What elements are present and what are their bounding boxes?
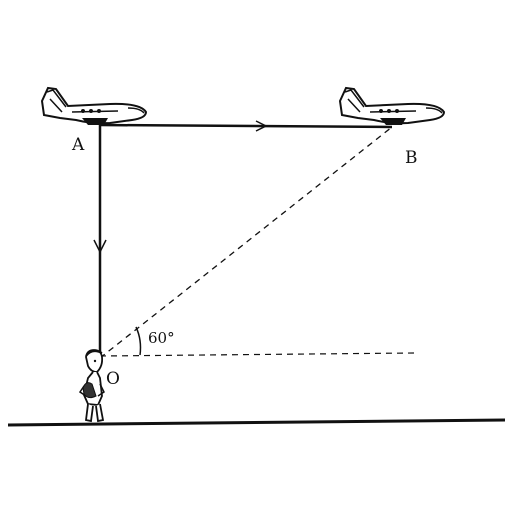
person-figure — [78, 349, 105, 423]
airplane-icon — [338, 86, 446, 125]
arrow-right-icon — [255, 120, 268, 132]
label-A: A — [71, 135, 85, 155]
horizontal-reference-line — [99, 352, 415, 357]
arrow-down-icon — [93, 239, 107, 254]
flight-path-AB — [99, 123, 393, 129]
label-B: B — [405, 148, 418, 168]
angle-arc — [135, 326, 142, 356]
label-O: O — [106, 369, 120, 389]
airplane-icon — [40, 86, 148, 125]
sight-line-OB — [99, 126, 393, 359]
ground-line — [7, 418, 506, 427]
angle-label: 60° — [148, 329, 175, 347]
